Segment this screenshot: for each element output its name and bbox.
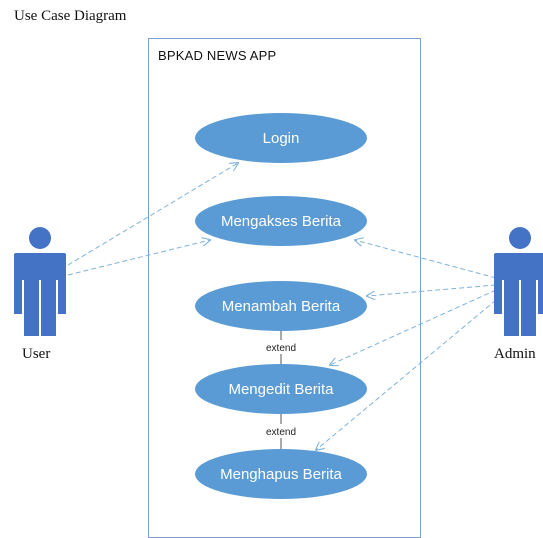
assoc-user-mengakses — [67, 240, 210, 276]
user-actor-icon — [14, 227, 66, 336]
assoc-admin-mengakses — [355, 240, 497, 279]
extend-label-2: extend — [266, 427, 296, 438]
assoc-admin-menambah — [367, 284, 497, 296]
use-case-menambah-label: Menambah Berita — [222, 298, 341, 315]
assoc-admin-menghapus — [316, 299, 497, 450]
use-case-mengakses-label: Mengakses Berita — [221, 213, 342, 230]
use-case-menghapus-label: Menghapus Berita — [220, 466, 342, 483]
assoc-user-login — [67, 163, 238, 266]
admin-actor-icon — [494, 227, 543, 336]
use-case-login[interactable] — [195, 113, 367, 163]
extend-label-1: extend — [266, 343, 296, 354]
use-case-menambah-berita[interactable] — [195, 281, 367, 331]
diagram-caption: Use Case Diagram — [14, 8, 127, 24]
use-case-login-label: Login — [263, 130, 300, 147]
use-case-menghapus-berita[interactable] — [195, 449, 367, 499]
assoc-admin-mengedit — [330, 289, 497, 365]
system-title: BPKAD NEWS APP — [158, 48, 277, 63]
user-actor-label: User — [22, 346, 51, 362]
use-case-mengedit-label: Mengedit Berita — [228, 381, 334, 398]
admin-actor-label: Admin — [494, 346, 536, 362]
use-case-mengakses-berita[interactable] — [195, 196, 367, 246]
use-case-mengedit-berita[interactable] — [195, 364, 367, 414]
use-case-diagram: extend extend Login Mengakses Berita Men… — [14, 113, 543, 499]
